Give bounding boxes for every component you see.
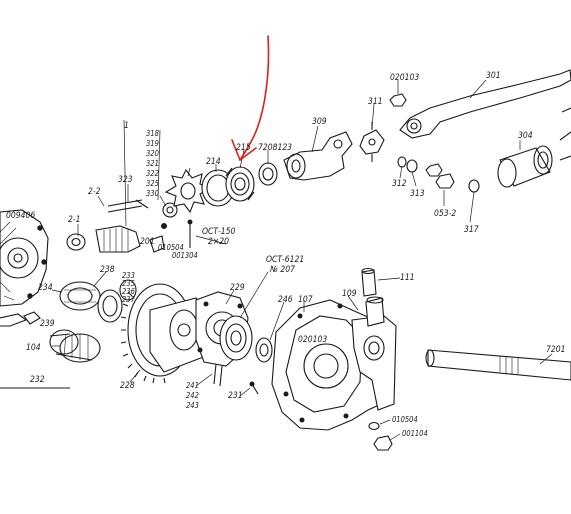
label-246: 246 — [278, 295, 293, 305]
bearing-2-1 — [66, 233, 86, 251]
label-330: 330 — [146, 189, 159, 198]
label-238: 238 — [100, 265, 115, 275]
label-234: 234 — [38, 283, 53, 293]
right-edge-part — [559, 107, 571, 161]
label-2-1: 2-1 — [68, 215, 81, 225]
label-237: 237 — [122, 295, 136, 304]
label-319: 319 — [146, 139, 159, 148]
yoke-309 — [283, 131, 353, 181]
cross-311 — [359, 122, 385, 162]
label-233: 233 — [122, 271, 135, 280]
washers-312-317 — [397, 156, 480, 193]
label-001304: 001304 — [172, 251, 198, 260]
label-2x20: 2×20 — [208, 237, 229, 247]
bearing-238 — [59, 281, 101, 311]
label-301: 301 — [486, 71, 501, 81]
label-7201: 7201 — [546, 345, 565, 355]
lock-washer-214 — [164, 168, 212, 214]
label-322: 322 — [146, 169, 159, 178]
label-1: 1 — [124, 121, 129, 131]
sleeve-304 — [497, 145, 553, 188]
bolts-241-243 — [213, 363, 259, 395]
label-312: 312 — [392, 179, 407, 189]
bolt-gost150 — [187, 219, 193, 248]
label-228: 228 — [120, 381, 135, 391]
label-243: 243 — [186, 401, 199, 410]
label-323: 323 — [118, 175, 133, 185]
label-010504-b: 010504 — [392, 415, 418, 424]
label-229: 229 — [230, 283, 245, 293]
seal-7208123 — [258, 162, 278, 186]
label-104: 104 — [26, 343, 41, 353]
label-311: 311 — [368, 97, 383, 107]
ring-233 — [119, 279, 137, 301]
label-304: 304 — [518, 131, 533, 141]
label-215: 215 — [236, 143, 251, 153]
label-232: 232 — [30, 375, 45, 385]
bearing-207 — [219, 315, 253, 361]
label-020103-top: 020103 — [390, 73, 419, 83]
label-gost6121: ОСТ-6121 — [266, 255, 304, 265]
nut-020103-top — [389, 93, 407, 107]
label-317: 317 — [464, 225, 479, 235]
label-109: 109 — [342, 289, 357, 299]
part-labels: 020103 301 311 309 7208123 215 214 318 3… — [6, 71, 565, 438]
label-053-2: 053-2 — [434, 209, 456, 219]
label-010504-a: 010504 — [158, 243, 184, 252]
leader-lines — [51, 79, 553, 441]
ring-246 — [255, 337, 273, 363]
ring-234 — [97, 289, 123, 323]
label-111: 111 — [400, 273, 415, 283]
label-n207: № 207 — [269, 265, 295, 275]
label-020103-mid: 020103 — [298, 335, 327, 345]
label-239: 239 — [40, 319, 55, 329]
label-235: 235 — [122, 279, 135, 288]
label-gost150: ОСТ-150 — [202, 227, 236, 237]
label-009406: 009406 — [6, 211, 35, 221]
label-214: 214 — [206, 157, 221, 167]
lever-301 — [399, 69, 571, 139]
label-320: 320 — [146, 149, 159, 158]
shim-rings-318-330 — [149, 202, 178, 253]
shaft-7201 — [425, 349, 571, 381]
housing-left-fragment — [0, 209, 49, 327]
carrier-housing-107 — [271, 296, 397, 431]
label-241: 241 — [186, 381, 199, 390]
label-318: 318 — [146, 129, 159, 138]
label-321: 321 — [146, 159, 159, 168]
red-annotation-arrow — [231, 35, 270, 161]
label-242: 242 — [186, 391, 199, 400]
nuts-010504-001104 — [368, 421, 393, 451]
label-325: 325 — [146, 179, 159, 188]
label-001104: 001104 — [402, 429, 428, 438]
label-313: 313 — [410, 189, 425, 199]
label-2-2: 2-2 — [88, 187, 101, 197]
label-309: 309 — [312, 117, 327, 127]
drive-pinion — [95, 199, 149, 253]
label-236: 236 — [122, 287, 135, 296]
bearing-104 — [49, 329, 101, 363]
pin-111 — [361, 267, 377, 297]
annotated-bearing — [225, 166, 255, 202]
label-231: 231 — [228, 391, 243, 401]
label-201: 201 — [140, 237, 155, 247]
label-7208123: 7208123 — [258, 143, 292, 153]
label-107: 107 — [298, 295, 313, 305]
